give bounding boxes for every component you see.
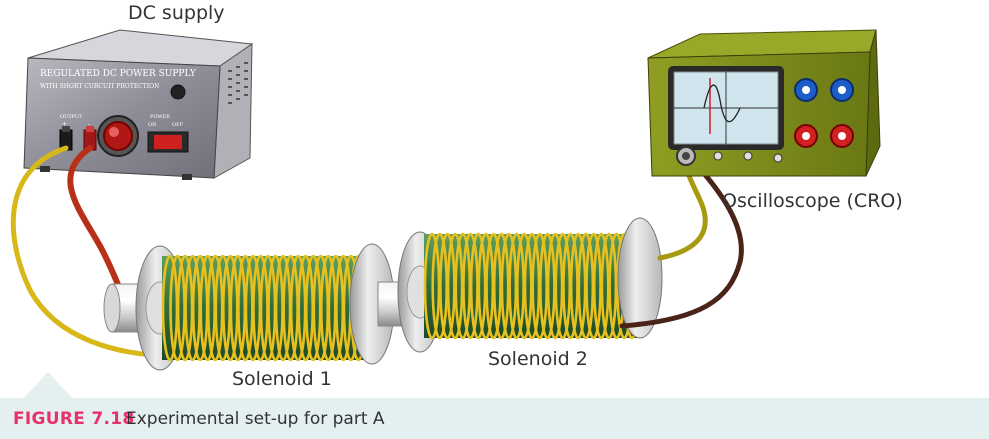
fuse-holder-icon <box>171 85 185 99</box>
psu-output-label: OUTPUT <box>60 114 83 120</box>
psu-off-label: OFF <box>172 122 184 128</box>
solenoid-1 <box>104 244 394 370</box>
red-knob-left[interactable] <box>795 125 817 147</box>
psu-on-label: ON <box>148 122 157 128</box>
oscilloscope <box>648 30 880 176</box>
solenoid-2 <box>398 218 662 352</box>
cro-screen <box>668 66 784 150</box>
power-switch[interactable] <box>148 132 188 152</box>
psu-subtitle: WITH SHORT CURCUIT PROTECTION <box>40 83 159 90</box>
small-control-1[interactable] <box>714 152 722 160</box>
blue-knob-right[interactable] <box>831 79 853 101</box>
dc-power-supply: REGULATED DC POWER SUPPLY WITH SHORT CUR… <box>24 30 252 180</box>
psu-title: REGULATED DC POWER SUPPLY <box>40 69 197 79</box>
solenoid-1-label: Solenoid 1 <box>232 368 332 390</box>
red-knob-right[interactable] <box>831 125 853 147</box>
psu-power-label: POWER <box>150 114 170 120</box>
cro-input-connector[interactable] <box>677 147 695 165</box>
dc-supply-label: DC supply <box>128 2 225 24</box>
figure-caption: Experimental set-up for part A <box>126 409 385 429</box>
small-control-3[interactable] <box>774 154 782 162</box>
oscilloscope-label: Oscilloscope (CRO) <box>722 190 903 212</box>
voltage-knob[interactable] <box>98 116 138 156</box>
small-control-2[interactable] <box>744 152 752 160</box>
solenoid-2-label: Solenoid 2 <box>488 348 588 370</box>
caption-tab-marker <box>24 372 72 398</box>
figure-number: FIGURE 7.18 <box>13 409 135 429</box>
blue-knob-left[interactable] <box>795 79 817 101</box>
